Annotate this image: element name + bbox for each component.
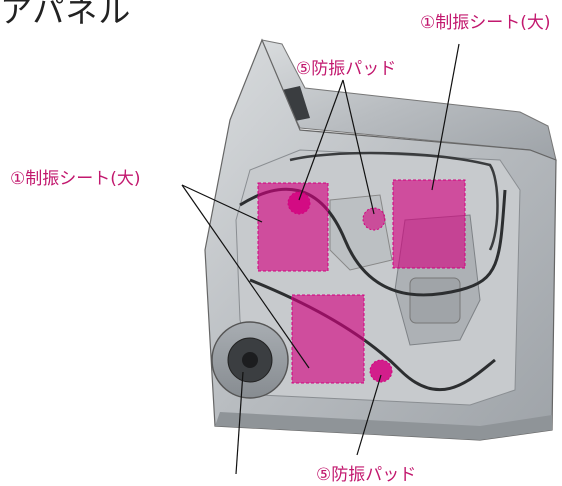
wire-harness-inner <box>289 151 499 251</box>
damping-pad-center <box>362 207 386 231</box>
leader-lines <box>181 43 460 475</box>
door-bottom-edge <box>215 412 552 440</box>
service-hole-lower <box>409 277 461 324</box>
page-title: アパネル <box>0 0 132 30</box>
callout-pad-top: ⑤防振パッド <box>296 59 397 79</box>
damping-pad-lower <box>369 359 393 383</box>
callout-pad-bottom: ⑤防振パッド <box>316 465 417 485</box>
damping-pad-upper-left <box>287 191 311 215</box>
callout-sheet-top-right: ①制振シート(大) <box>420 13 551 33</box>
damping-sheet-left <box>257 182 329 272</box>
callout-sheet-left: ①制振シート(大) <box>10 169 141 189</box>
damping-sheet-lower <box>291 294 365 384</box>
damping-sheet-right <box>392 179 466 269</box>
